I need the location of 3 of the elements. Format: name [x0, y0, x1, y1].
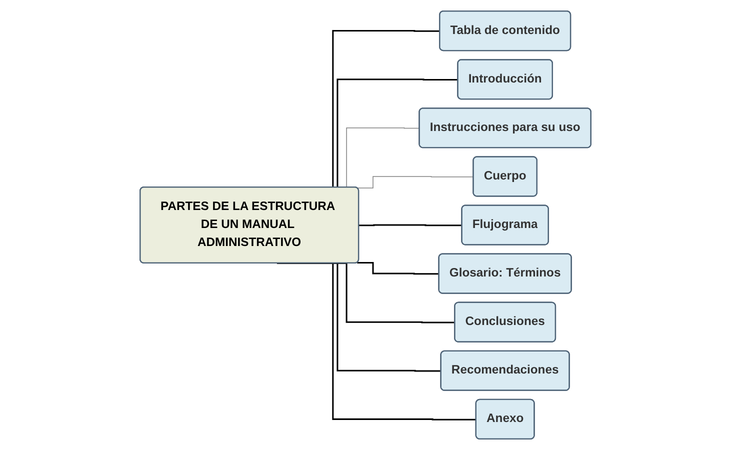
connector — [356, 262, 439, 275]
connector — [356, 176, 474, 188]
connector — [358, 224, 462, 226]
